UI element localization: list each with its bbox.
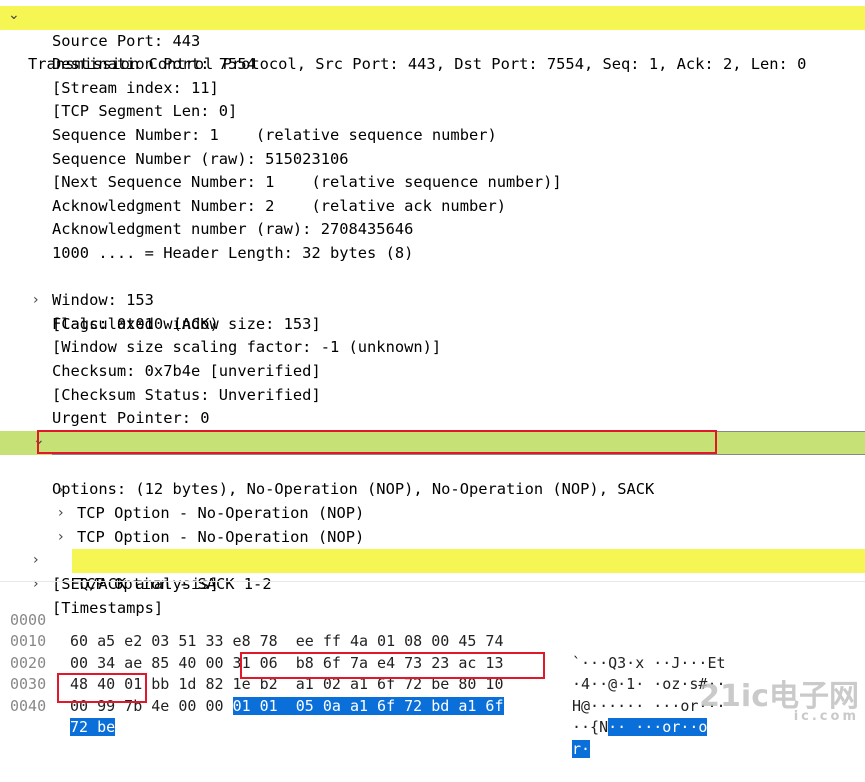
field-label: [Next Sequence Number: 1 (relative seque… bbox=[52, 173, 562, 192]
field-label: Acknowledgment number (raw): 2708435646 bbox=[52, 220, 414, 239]
field-label: [Window size scaling factor: -1 (unknown… bbox=[52, 338, 442, 357]
ascii-selected[interactable]: ·· ···or··o bbox=[608, 718, 708, 736]
hex-plain: 00 99 7b 4e 00 00 bbox=[70, 696, 233, 715]
tcp-option-label: TCP Option - SACK 1-2 bbox=[77, 574, 272, 593]
tcp-option-row[interactable]: › TCP Option - No-Operation (NOP) bbox=[0, 479, 865, 546]
field-label: 1000 .... = Header Length: 32 bytes (8) bbox=[52, 244, 414, 262]
collapsed-arrow-icon[interactable]: › bbox=[33, 292, 39, 309]
hex-row[interactable]: 0010 00 34 ae 85 40 00 31 06 b8 6f 7a e4… bbox=[0, 610, 726, 693]
field-row[interactable]: [Checksum Status: Unverified] bbox=[0, 384, 865, 408]
bytes-pane[interactable]: 0000 60 a5 e2 03 51 33 e8 78 ee ff 4a 01… bbox=[0, 585, 865, 758]
pane-divider[interactable] bbox=[0, 581, 865, 582]
field-label: [Stream index: 11] bbox=[52, 78, 219, 97]
selection-border-bottom bbox=[52, 454, 865, 455]
hex-row[interactable]: 0040 72 be r· bbox=[0, 674, 591, 758]
hex-row[interactable]: 0030 00 99 7b 4e 00 00 01 01 05 0a a1 6f… bbox=[0, 653, 708, 736]
selection-border-top bbox=[52, 431, 865, 432]
collapsed-arrow-icon[interactable]: › bbox=[33, 575, 39, 592]
ascii-bytes[interactable]: `···Q3·x ··J···Et bbox=[572, 653, 726, 672]
hex-offset: 0010 bbox=[10, 632, 47, 650]
ascii-bytes[interactable]: r· bbox=[572, 739, 591, 761]
field-label: Sequence Number: 1 (relative sequence nu… bbox=[52, 126, 497, 144]
field-label: [Checksum Status: Unverified] bbox=[52, 385, 321, 404]
expanded-arrow-icon[interactable]: ⌄ bbox=[8, 7, 20, 23]
field-label: Source Port: 443 bbox=[52, 31, 201, 50]
tcp-header-label: Transmission Control Protocol, Src Port:… bbox=[28, 55, 807, 74]
hex-offset: 0040 bbox=[10, 696, 47, 715]
hex-bytes[interactable]: 72 be bbox=[70, 717, 116, 739]
field-row[interactable]: Sequence Number (raw): 515023106 bbox=[0, 148, 865, 172]
collapsed-arrow-icon[interactable]: › bbox=[58, 505, 64, 522]
watermark-main: 21ic电子网 bbox=[699, 679, 859, 714]
ascii-bytes[interactable]: H@······ ···or··· bbox=[572, 696, 726, 715]
collapsed-arrow-icon[interactable]: › bbox=[58, 481, 64, 498]
timestamps-row[interactable]: › [Timestamps] bbox=[0, 549, 865, 617]
hex-row[interactable]: 0020 48 40 01 bb 1d 82 1e b2 a1 02 a1 6f… bbox=[0, 631, 726, 715]
hex-bytes[interactable]: 00 34 ae 85 40 00 31 06 b8 6f 7a e4 73 2… bbox=[70, 653, 504, 672]
tcp-header-row[interactable]: ⌄ Transmission Control Protocol, Src Por… bbox=[0, 6, 865, 73]
field-label: Destination Port: 7554 bbox=[52, 55, 256, 74]
field-label: Urgent Pointer: 0 bbox=[52, 409, 210, 428]
ascii-plain: ··{N bbox=[572, 718, 609, 736]
hex-offset: 0020 bbox=[10, 653, 47, 672]
field-row[interactable]: [Stream index: 11] bbox=[0, 77, 865, 101]
field-row[interactable]: [Next Sequence Number: 1 (relative seque… bbox=[0, 171, 865, 195]
field-row[interactable]: 1000 .... = Header Length: 32 bytes (8) bbox=[0, 242, 865, 266]
field-row[interactable]: Sequence Number: 1 (relative sequence nu… bbox=[0, 124, 865, 148]
collapsed-arrow-icon[interactable]: › bbox=[33, 552, 39, 569]
hex-bytes[interactable]: 48 40 01 bb 1d 82 1e b2 a1 02 a1 6f 72 b… bbox=[70, 675, 504, 693]
ascii-bytes[interactable]: ·4··@·1· ·oz·s#·· bbox=[572, 675, 726, 693]
field-label: Flags: 0x010 (ACK) bbox=[52, 314, 219, 333]
field-row[interactable]: Acknowledgment Number: 2 (relative ack n… bbox=[0, 195, 865, 219]
field-row[interactable]: Acknowledgment number (raw): 2708435646 bbox=[0, 218, 865, 242]
watermark-sub: ic.com bbox=[793, 709, 859, 724]
collapsed-arrow-icon[interactable]: › bbox=[58, 528, 64, 545]
tcp-option-label: TCP Option - No-Operation (NOP) bbox=[77, 527, 365, 546]
field-label: [Calculated window size: 153] bbox=[52, 314, 321, 333]
hex-row[interactable]: 0000 60 a5 e2 03 51 33 e8 78 ee ff 4a 01… bbox=[0, 588, 726, 672]
tcp-option-sack-row[interactable]: › TCP Option - SACK 1-2 bbox=[0, 502, 865, 593]
options-row[interactable]: ⌄ Options: (12 bytes), No-Operation (NOP… bbox=[0, 431, 865, 498]
field-label: Acknowledgment Number: 2 (relative ack n… bbox=[52, 196, 507, 215]
field-label: [Timestamps] bbox=[52, 598, 164, 617]
hex-selected[interactable]: 72 be bbox=[70, 718, 116, 736]
hex-offset: 0000 bbox=[10, 610, 47, 629]
field-label: Checksum: 0x7b4e [unverified] bbox=[52, 362, 321, 380]
field-row[interactable]: [Window size scaling factor: -1 (unknown… bbox=[0, 336, 865, 360]
field-row[interactable]: Destination Port: 7554 bbox=[0, 53, 865, 77]
hex-offset: 0030 bbox=[10, 675, 47, 693]
expanded-arrow-icon[interactable]: ⌄ bbox=[33, 432, 45, 448]
field-row[interactable]: [Calculated window size: 153] bbox=[0, 313, 865, 337]
field-row[interactable]: Urgent Pointer: 0 bbox=[0, 407, 865, 431]
field-row[interactable]: Source Port: 443 bbox=[0, 30, 865, 54]
field-label: Sequence Number (raw): 515023106 bbox=[52, 149, 349, 168]
field-label: [SEQ/ACK analysis] bbox=[52, 574, 219, 593]
tcp-option-label: TCP Option - No-Operation (NOP) bbox=[77, 504, 365, 523]
flags-row[interactable]: › Flags: 0x010 (ACK) bbox=[0, 266, 865, 333]
hex-bytes[interactable]: 60 a5 e2 03 51 33 e8 78 ee ff 4a 01 08 0… bbox=[70, 632, 504, 650]
sack-highlight bbox=[72, 549, 865, 573]
options-label: Options: (12 bytes), No-Operation (NOP),… bbox=[52, 480, 655, 499]
field-row[interactable]: Checksum: 0x7b4e [unverified] bbox=[0, 360, 865, 384]
seq-ack-row[interactable]: › [SEQ/ACK analysis] bbox=[0, 526, 865, 593]
tcp-option-row[interactable]: › TCP Option - No-Operation (NOP) bbox=[0, 455, 865, 523]
field-row[interactable]: [TCP Segment Len: 0] bbox=[0, 100, 865, 124]
field-label: Window: 153 bbox=[52, 291, 154, 310]
hex-bytes[interactable]: 00 99 7b 4e 00 00 01 01 05 0a a1 6f 72 b… bbox=[70, 696, 504, 718]
field-row[interactable]: Window: 153 bbox=[0, 289, 865, 313]
ascii-bytes[interactable]: ··{N·· ···or··o bbox=[572, 717, 708, 739]
ascii-selected[interactable]: r· bbox=[572, 739, 591, 758]
hex-selected[interactable]: 01 01 05 0a a1 6f 72 bd a1 6f bbox=[232, 696, 504, 715]
field-label: [TCP Segment Len: 0] bbox=[52, 102, 238, 121]
